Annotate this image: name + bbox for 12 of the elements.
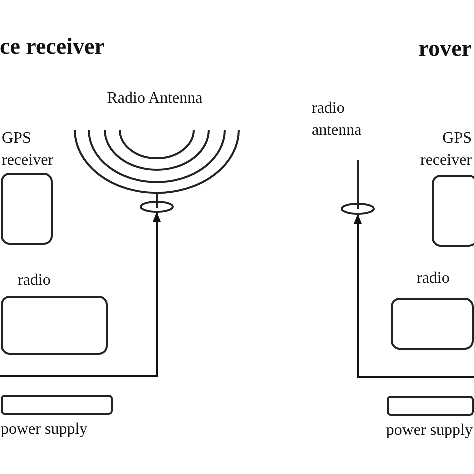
node-label: GPS receiver	[419, 129, 472, 171]
diagram-heading: ce receiver	[0, 34, 105, 60]
node-label: Radio Antenna	[106, 89, 204, 109]
connector-arrow	[0, 212, 161, 377]
node-label: power supply	[1, 420, 89, 440]
connector-arrow	[354, 214, 474, 378]
node-label: radio	[18, 271, 52, 291]
node-label: power supply	[385, 421, 473, 441]
node-label: radio	[417, 269, 451, 289]
diagram-heading: rover	[418, 36, 472, 62]
node-label: radio antenna	[312, 99, 363, 141]
node-label: GPS receiver	[2, 129, 55, 171]
